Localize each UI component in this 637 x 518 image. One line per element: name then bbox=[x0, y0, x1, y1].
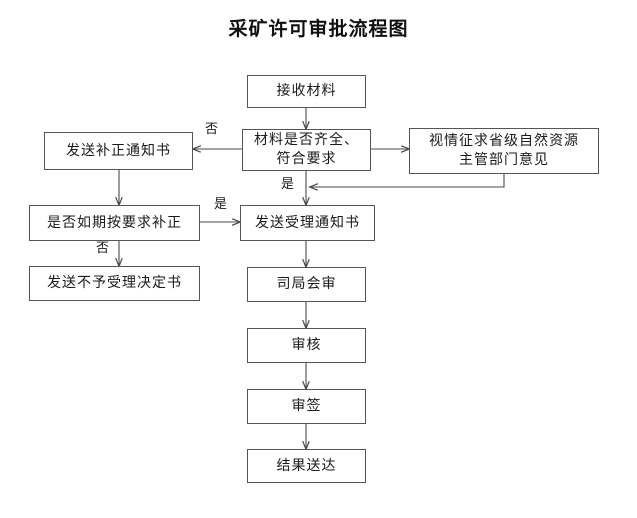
node-check-materials[interactable]: 材料是否齐全、 符合要求 bbox=[242, 129, 371, 171]
edge-label-no-to-rejection: 否 bbox=[96, 241, 110, 256]
node-corrected-on-time[interactable]: 是否如期按要求补正 bbox=[29, 205, 200, 241]
node-examine[interactable]: 审核 bbox=[247, 328, 366, 363]
node-deliver-result[interactable]: 结果送达 bbox=[247, 449, 366, 483]
link-consult-to-accept bbox=[310, 174, 505, 187]
node-send-rejection-decision[interactable]: 发送不予受理决定书 bbox=[29, 266, 200, 301]
node-receive[interactable]: 接收材料 bbox=[247, 75, 366, 108]
node-sign[interactable]: 审签 bbox=[247, 389, 366, 424]
edge-label-no-to-correction: 否 bbox=[205, 122, 219, 137]
page-title: 采矿许可审批流程图 bbox=[228, 18, 409, 40]
edge-label-yes-to-acceptance: 是 bbox=[214, 197, 228, 212]
node-send-correction-notice[interactable]: 发送补正通知书 bbox=[44, 132, 193, 170]
node-consult-provincial-authority[interactable]: 视情征求省级自然资源 主管部门意见 bbox=[409, 128, 599, 174]
node-joint-review[interactable]: 司局会审 bbox=[247, 267, 366, 302]
edge-label-yes-from-check: 是 bbox=[281, 177, 295, 192]
node-send-acceptance-notice[interactable]: 发送受理通知书 bbox=[240, 205, 375, 241]
